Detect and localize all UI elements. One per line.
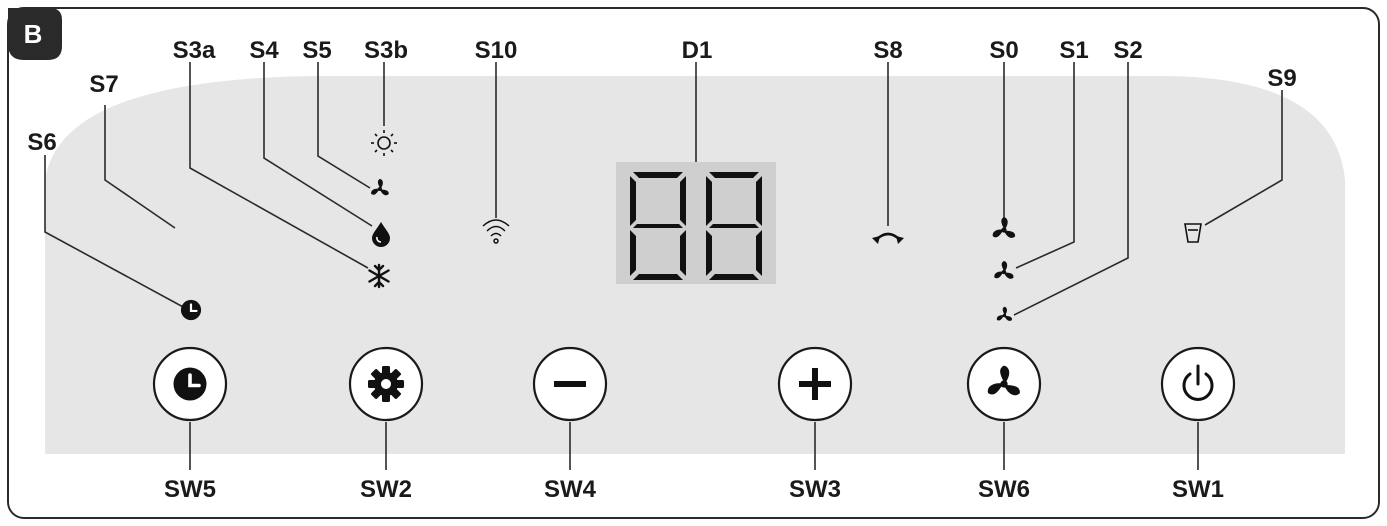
label-s8: S8 [873,37,902,64]
badge-letter: B [24,19,43,49]
label-s3b: S3b [364,37,408,64]
minus-icon [554,381,586,387]
label-sw4: SW4 [544,476,597,503]
label-s6: S6 [27,129,56,156]
label-s10: S10 [475,37,518,64]
swing-icon [872,232,904,244]
label-s4: S4 [249,37,279,64]
display-digit-1 [630,172,686,280]
label-sw2: SW2 [360,476,412,503]
label-s2: S2 [1113,37,1142,64]
label-sw5: SW5 [164,476,216,503]
label-d1: D1 [682,37,713,64]
label-s3a: S3a [173,37,216,64]
water-tank-icon [1184,223,1202,243]
label-sw3: SW3 [789,476,841,503]
timer-icon [180,299,202,321]
label-s5: S5 [302,37,331,64]
timer-button[interactable] [152,346,228,422]
label-s7: S7 [89,71,118,98]
leader-lines [44,62,1283,470]
display-digit-2 [706,172,762,280]
label-s9: S9 [1267,65,1296,92]
seven-segment-display [616,162,776,284]
sun-icon [371,130,397,156]
timer-icon [172,366,208,402]
label-s0: S0 [989,37,1018,64]
droplet-icon [372,222,390,247]
label-s1: S1 [1059,37,1088,64]
label-sw1: SW1 [1172,476,1224,503]
plus-icon [799,368,831,400]
label-sw6: SW6 [978,476,1030,503]
fan-speed-button[interactable] [966,346,1042,422]
snowflake-icon [368,263,390,289]
plus-button[interactable] [777,346,853,422]
power-button[interactable] [1160,346,1236,422]
section-badge: B [8,8,62,60]
mode-button[interactable] [348,346,424,422]
power-icon [1182,364,1214,401]
minus-button[interactable] [532,346,608,422]
wifi-icon [482,219,510,244]
gear-icon [368,366,404,402]
